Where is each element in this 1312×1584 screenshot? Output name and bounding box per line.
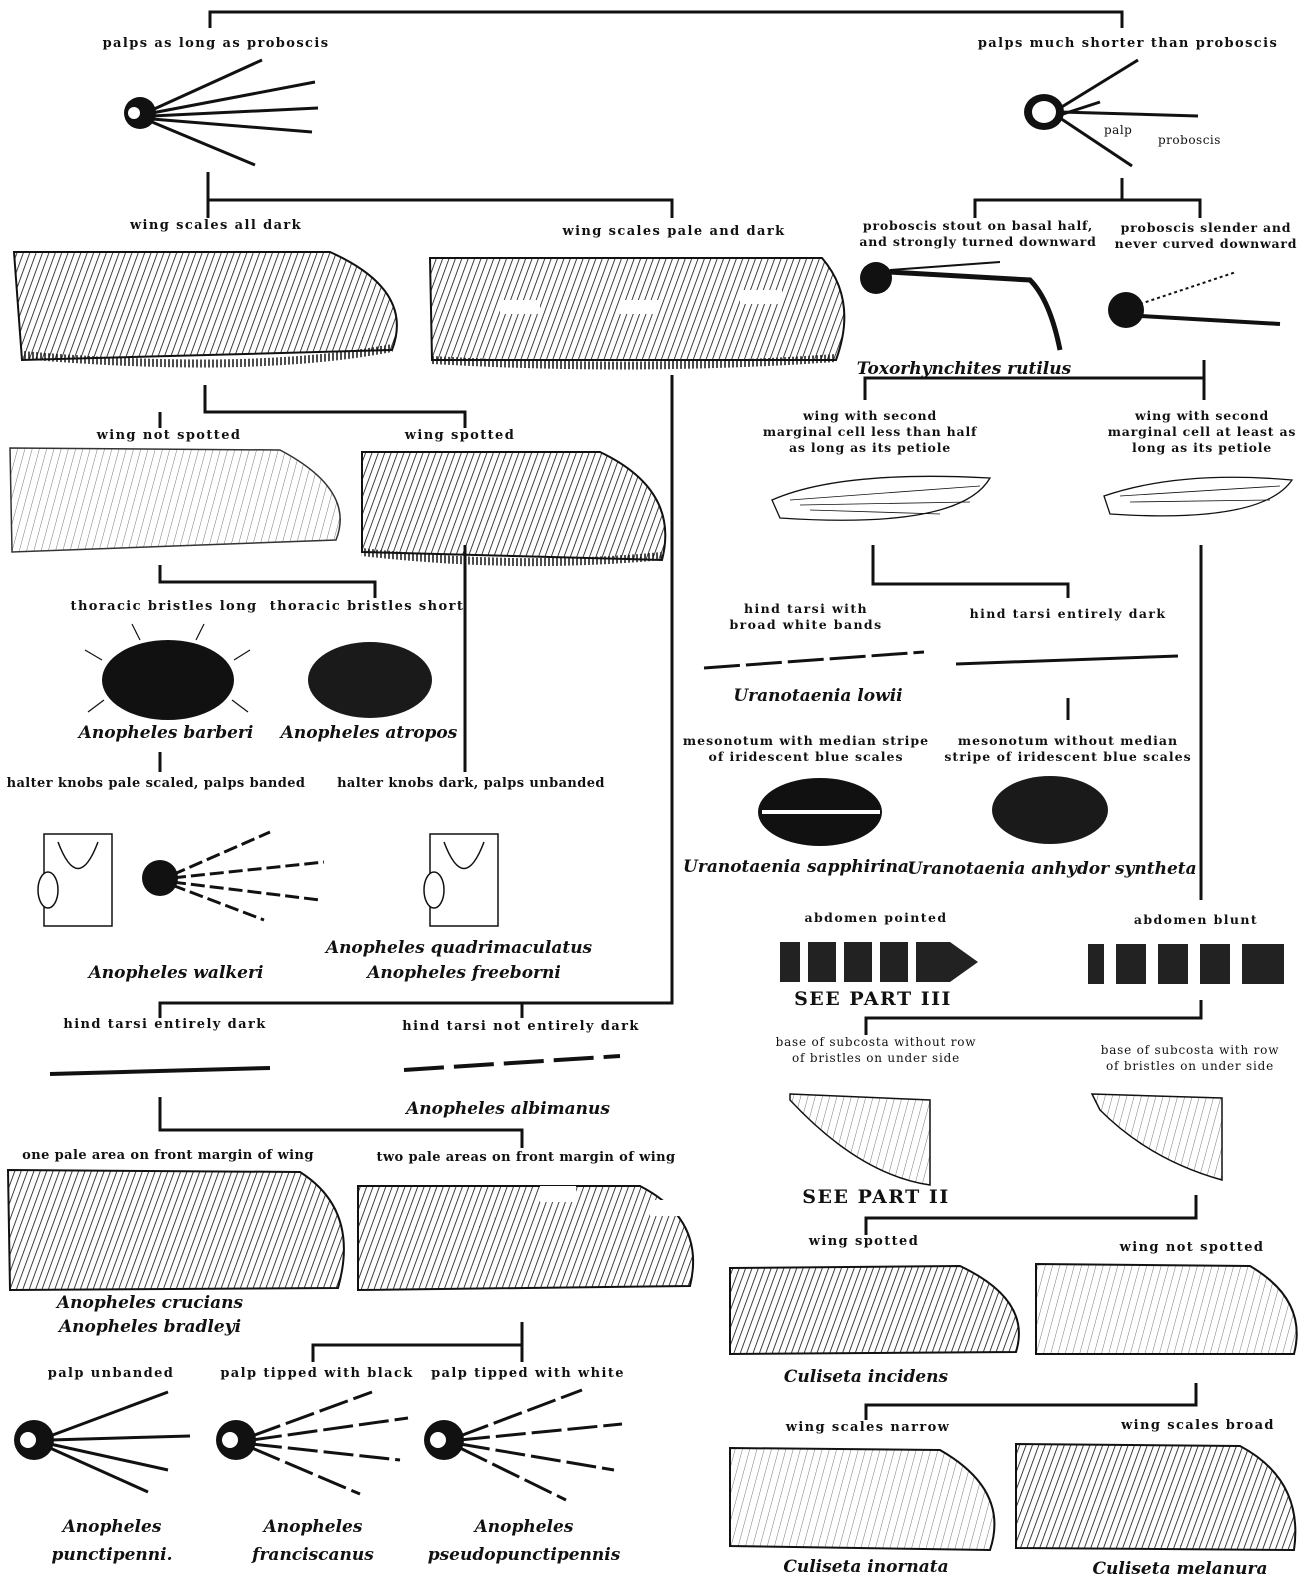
- label-mesonotum-without-stripe: mesonotum without median stripe of iride…: [944, 733, 1191, 765]
- halter-dark-illustration: [424, 834, 498, 926]
- abdomen-blunt-illustration: [1088, 944, 1284, 984]
- species-anopheles-barberi: Anopheles barberi: [79, 722, 254, 744]
- label-palp-white: palp tipped with white: [431, 1366, 625, 1382]
- species-culiseta-inornata: Culiseta inornata: [783, 1556, 948, 1578]
- species-anopheles-walkeri: Anopheles walkeri: [89, 962, 264, 984]
- halter-pale-illustration: [38, 834, 112, 926]
- species-anopheles-quadrimaculatus: Anopheles quadrimaculatus: [326, 937, 592, 959]
- proboscis-stout-illustration: [860, 262, 1060, 350]
- label-two-pale-areas: two pale areas on front margin of wing: [377, 1150, 676, 1166]
- wing-pale-dark-illustration: [430, 258, 844, 366]
- species-uranotaenia-sapphirina: Uranotaenia sapphirina: [683, 856, 909, 878]
- label-wing-spotted: wing spotted: [405, 428, 515, 444]
- culiseta-wing-not-spotted-illustration: [1036, 1264, 1297, 1354]
- species-punctipennis: punctipenni.: [51, 1544, 172, 1566]
- see-part-iii: SEE PART III: [794, 988, 952, 1010]
- species-franciscanus-genus: Anopheles: [264, 1516, 363, 1538]
- hind-tarsi-banded-illustration: [404, 1056, 620, 1070]
- species-anopheles-crucians: Anopheles crucians: [57, 1292, 243, 1314]
- label-cell-at-least: wing with second marginal cell at least …: [1108, 408, 1296, 456]
- label-bristles-short: thoracic bristles short: [270, 599, 464, 615]
- label-hind-tarsi-not-dark: hind tarsi not entirely dark: [402, 1019, 640, 1035]
- palps-short-illustration: [1024, 60, 1198, 166]
- palps-banded-illustration: [142, 832, 324, 920]
- abdomen-pointed-illustration: [780, 942, 978, 982]
- species-uranotaenia-lowii: Uranotaenia lowii: [733, 685, 902, 707]
- label-palp-unbanded: palp unbanded: [48, 1366, 175, 1382]
- label-halter-pale: halter knobs pale scaled, palps banded: [7, 776, 306, 792]
- palp-unbanded-illustration: [14, 1392, 190, 1492]
- palp-black-tip-illustration: [216, 1392, 408, 1494]
- label-wing-scales-narrow: wing scales narrow: [786, 1420, 951, 1436]
- label-hind-tarsi-dark: hind tarsi entirely dark: [63, 1017, 266, 1033]
- label-proboscis: proboscis: [1158, 132, 1221, 148]
- label-subcosta-with-row: base of subcosta with row of bristles on…: [1101, 1042, 1280, 1074]
- wing-not-spotted-illustration: [10, 448, 340, 552]
- species-pseudopunctipennis-genus: Anopheles: [475, 1516, 574, 1538]
- label-wing-scales-broad: wing scales broad: [1121, 1418, 1275, 1434]
- wing-scales-narrow-illustration: [730, 1448, 994, 1550]
- label-abdomen-pointed: abdomen pointed: [805, 910, 948, 926]
- hind-tarsi-dark-right-illustration: [956, 656, 1178, 664]
- species-anopheles-atropos: Anopheles atropos: [281, 722, 458, 744]
- species-punctipennis-genus: Anopheles: [63, 1516, 162, 1538]
- label-mesonotum-with-stripe: mesonotum with median stripe of iridesce…: [683, 733, 929, 765]
- subcosta-without-illustration: [790, 1094, 930, 1185]
- culiseta-wing-spotted-illustration: [730, 1266, 1019, 1354]
- wing-cell-least-illustration: [1104, 477, 1292, 516]
- hind-tarsi-white-illustration: [704, 652, 924, 668]
- proboscis-slender-illustration: [1108, 272, 1280, 328]
- label-proboscis-stout: proboscis stout on basal half, and stron…: [859, 218, 1096, 250]
- label-proboscis-slender: proboscis slender and never curved downw…: [1115, 220, 1298, 252]
- hind-tarsi-dark-illustration: [50, 1068, 270, 1074]
- thorax-long-bristles-illustration: [85, 624, 250, 720]
- label-hind-tarsi-white-bands: hind tarsi with broad white bands: [729, 601, 882, 633]
- wing-dark-illustration: [14, 252, 397, 364]
- label-culiseta-wing-spotted: wing spotted: [809, 1234, 919, 1250]
- species-culiseta-melanura: Culiseta melanura: [1093, 1558, 1268, 1580]
- label-palp: palp: [1104, 122, 1132, 138]
- palps-head-illustration: [124, 60, 318, 165]
- species-anopheles-albimanus: Anopheles albimanus: [406, 1098, 610, 1120]
- wing-spotted-illustration: [362, 452, 665, 562]
- label-subcosta-without-row: base of subcosta without row of bristles…: [776, 1034, 977, 1066]
- label-cell-less-than-half: wing with second marginal cell less than…: [763, 408, 977, 456]
- species-culiseta-incidens: Culiseta incidens: [784, 1366, 948, 1388]
- mesonotum-plain-illustration: [992, 776, 1108, 844]
- wing-two-pale-illustration: [358, 1186, 693, 1290]
- label-palps-long: palps as long as proboscis: [103, 36, 330, 52]
- label-palp-black: palp tipped with black: [220, 1366, 413, 1382]
- label-halter-dark: halter knobs dark, palps unbanded: [337, 776, 605, 792]
- label-culiseta-wing-not-spotted: wing not spotted: [1120, 1240, 1265, 1256]
- species-uranotaenia-anhydor-syntheta: Uranotaenia anhydor syntheta: [907, 858, 1196, 880]
- species-franciscanus: franciscanus: [252, 1544, 374, 1566]
- wing-cell-less-illustration: [772, 476, 990, 520]
- species-anopheles-bradleyi: Anopheles bradleyi: [59, 1316, 241, 1338]
- thorax-short-bristles-illustration: [308, 642, 432, 718]
- palp-white-tip-illustration: [424, 1390, 622, 1500]
- wing-scales-broad-illustration: [1016, 1444, 1295, 1550]
- label-one-pale-area: one pale area on front margin of wing: [22, 1148, 314, 1164]
- species-pseudopunctipennis: pseudopunctipennis: [428, 1544, 621, 1566]
- subcosta-with-illustration: [1092, 1094, 1222, 1180]
- species-anopheles-freeborni: Anopheles freeborni: [367, 962, 561, 984]
- label-palps-short: palps much shorter than proboscis: [978, 36, 1278, 52]
- label-abdomen-blunt: abdomen blunt: [1134, 912, 1258, 928]
- label-hind-tarsi-dark-right: hind tarsi entirely dark: [970, 606, 1167, 622]
- species-toxorhynchites-rutilus: Toxorhynchites rutilus: [857, 358, 1071, 380]
- see-part-ii: SEE PART II: [802, 1186, 949, 1208]
- label-scales-pale-dark: wing scales pale and dark: [562, 224, 785, 240]
- mesonotum-stripe-illustration: [758, 778, 882, 846]
- label-wing-not-spotted: wing not spotted: [97, 428, 242, 444]
- wing-one-pale-illustration: [8, 1170, 348, 1290]
- label-bristles-long: thoracic bristles long: [71, 599, 258, 615]
- label-scales-all-dark: wing scales all dark: [130, 218, 302, 234]
